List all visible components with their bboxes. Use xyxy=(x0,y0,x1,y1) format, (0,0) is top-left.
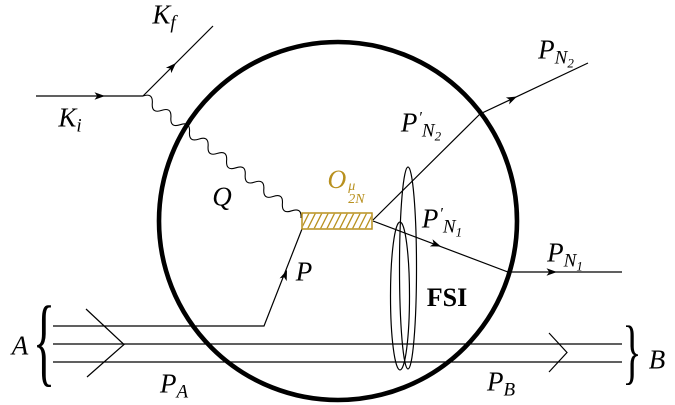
arrow-incoming-electron xyxy=(94,92,105,100)
arrow-nucleon1-internal xyxy=(429,239,441,247)
label-pn2-internal: P′N2 xyxy=(400,107,442,144)
brace-left: { xyxy=(32,285,56,397)
arrow-nucleon1-final xyxy=(546,268,557,276)
arrow-struck-pair xyxy=(279,270,287,282)
label-ki: Ki xyxy=(58,102,82,137)
struck-pair-line xyxy=(53,228,303,327)
label-pb: PB xyxy=(486,366,516,401)
label-p: P xyxy=(295,256,313,287)
outgoing-electron-line xyxy=(142,25,214,97)
arrow-outgoing-electron xyxy=(165,63,176,74)
label-fsi: FSI xyxy=(426,283,468,312)
bundle-chevron-right xyxy=(548,332,568,373)
label-kf: Kf xyxy=(152,0,176,34)
fsi-blob-ellipse-1 xyxy=(398,166,418,370)
label-pn2-final: PN2 xyxy=(538,34,574,71)
brace-right: } xyxy=(622,310,642,392)
bundle-chevron-left xyxy=(85,308,125,378)
label-pa: PA xyxy=(159,368,189,403)
nucleus-circle xyxy=(156,39,520,403)
label-pn1-internal: P′N1 xyxy=(421,203,463,240)
fsi-blob-ellipse-2 xyxy=(389,221,411,371)
label-q: Q xyxy=(212,181,232,212)
label-b: B xyxy=(648,344,666,375)
nucleon2-line xyxy=(372,62,589,221)
photon-line xyxy=(142,94,302,219)
arrow-nucleon2-final xyxy=(505,96,517,105)
label-a: A xyxy=(11,330,29,361)
nucleon1-line xyxy=(372,220,622,273)
label-pn1-final: PN1 xyxy=(547,237,583,274)
operator-hatch xyxy=(302,213,372,229)
